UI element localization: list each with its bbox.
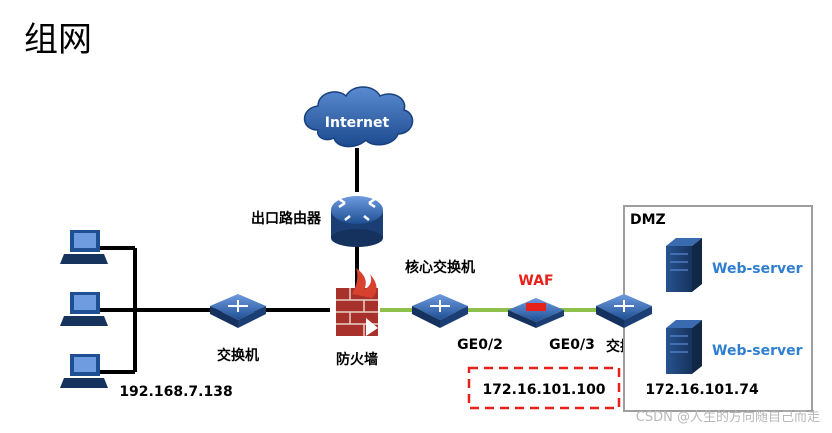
dmz-label: DMZ bbox=[630, 212, 666, 228]
watermark: CSDN @人生的方向随自己而走 bbox=[635, 410, 820, 425]
pc-icon bbox=[60, 292, 108, 326]
page-title: 组网 bbox=[24, 20, 92, 60]
server-icon bbox=[666, 238, 702, 292]
port-ge03-label: GE0/3 bbox=[549, 337, 595, 353]
router-icon bbox=[331, 196, 383, 247]
pc-icon bbox=[60, 230, 108, 264]
core-switch-icon bbox=[412, 294, 468, 328]
router-label: 出口路由器 bbox=[251, 210, 322, 227]
internet-cloud-icon bbox=[303, 86, 414, 148]
dmz-zone bbox=[623, 205, 813, 412]
links bbox=[98, 148, 600, 374]
port-ge02-label: GE0/2 bbox=[457, 337, 503, 353]
pc-icon bbox=[60, 354, 108, 388]
left-switch-icon bbox=[210, 294, 266, 328]
waf-label: WAF bbox=[518, 273, 553, 289]
core-switch-label: 核心交换机 bbox=[405, 259, 475, 276]
server1-label: Web-server bbox=[712, 261, 803, 277]
lan-ip-label: 192.168.7.138 bbox=[119, 384, 232, 400]
waf-icon bbox=[508, 298, 564, 328]
dmz-ip-label: 172.16.101.74 bbox=[645, 382, 759, 398]
left-switch-label: 交换机 bbox=[217, 347, 259, 364]
firewall-icon bbox=[336, 268, 378, 336]
server2-label: Web-server bbox=[712, 343, 803, 359]
waf-ip-label: 172.16.101.100 bbox=[482, 382, 605, 398]
dmz-switch-overlay bbox=[596, 294, 652, 328]
internet-label: Internet bbox=[325, 115, 390, 131]
firewall-label: 防火墙 bbox=[336, 351, 378, 368]
waf-ip-box bbox=[467, 366, 621, 410]
server-icon bbox=[666, 320, 702, 374]
